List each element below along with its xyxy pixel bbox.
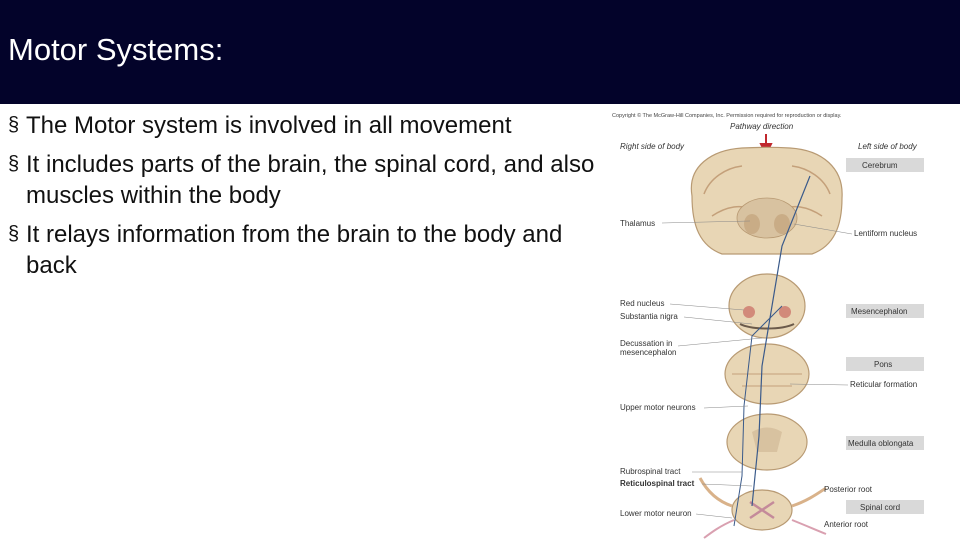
right-side-label: Right side of body (620, 142, 685, 151)
midbrain-illustration (728, 273, 806, 339)
upper-motor-neurons-label: Upper motor neurons (620, 403, 696, 412)
copyright-text: Copyright © The McGraw-Hill Companies, I… (612, 112, 842, 119)
pons-illustration (724, 343, 810, 405)
reticulospinal-tract-label: Reticulospinal tract (620, 479, 695, 488)
cerebrum-illustration (690, 146, 843, 255)
decussation-label-line2: mesencephalon (620, 348, 676, 357)
red-nucleus-label: Red nucleus (620, 299, 664, 308)
bullet-item: § It relays information from the brain to… (8, 219, 598, 281)
left-side-label: Left side of body (858, 142, 918, 151)
bullet-marker-icon: § (8, 153, 20, 175)
pathway-direction-label: Pathway direction (730, 122, 794, 131)
bullet-marker-icon: § (8, 114, 20, 136)
pons-label: Pons (874, 360, 892, 369)
medulla-illustration (726, 413, 808, 471)
bullet-list: § The Motor system is involved in all mov… (8, 110, 598, 289)
bullet-text: The Motor system is involved in all move… (26, 112, 512, 139)
spinal-cord-illustration (698, 477, 827, 539)
left-labels: Thalamus Red nucleus Substantia nigra De… (620, 219, 763, 519)
decussation-label: Decussation in (620, 339, 672, 348)
motor-pathway-diagram: Copyright © The McGraw-Hill Companies, I… (612, 106, 960, 540)
bullet-marker-icon: § (8, 223, 20, 245)
lower-motor-neuron-label: Lower motor neuron (620, 509, 692, 518)
rubrospinal-tract-label: Rubrospinal tract (620, 467, 681, 476)
reticular-formation-label: Reticular formation (850, 380, 917, 389)
bullet-text: It includes parts of the brain, the spin… (26, 151, 595, 209)
motor-pathway-line (751, 175, 811, 507)
bullet-item: § It includes parts of the brain, the spi… (8, 149, 598, 211)
slide-title: Motor Systems: (8, 32, 224, 67)
right-labels: Cerebrum Lentiform nucleus Mesencephalon… (789, 158, 924, 529)
substantia-nigra-label: Substantia nigra (620, 312, 678, 321)
mesencephalon-label: Mesencephalon (851, 307, 907, 316)
title-bar: Motor Systems: (0, 0, 960, 104)
cerebrum-label: Cerebrum (862, 161, 898, 170)
thalamus-label: Thalamus (620, 219, 655, 228)
posterior-root-label: Posterior root (824, 485, 873, 494)
medulla-oblongata-label: Medulla oblongata (848, 439, 914, 448)
bullet-item: § The Motor system is involved in all mov… (8, 110, 598, 141)
lentiform-nucleus-label: Lentiform nucleus (854, 229, 917, 238)
spinal-cord-label: Spinal cord (860, 503, 900, 512)
bullet-text: It relays information from the brain to … (26, 221, 563, 279)
anterior-root-label: Anterior root (824, 520, 869, 529)
motor-pathway-illustration: Copyright © The McGraw-Hill Companies, I… (612, 112, 924, 539)
